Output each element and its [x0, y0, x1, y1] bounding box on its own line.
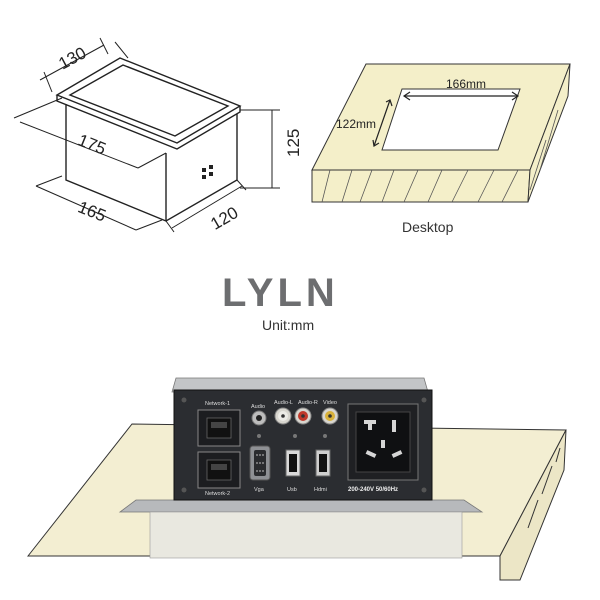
audio-r-label: Audio-R [298, 400, 318, 406]
power-socket [347, 403, 419, 481]
audio-label: Audio [251, 404, 265, 410]
power-rating-label: 200-240V 50/60Hz [348, 487, 398, 493]
dim-base-length: 165 [75, 197, 108, 225]
network-1-label: Network-1 [205, 401, 230, 407]
desktop-caption: Desktop [402, 219, 454, 235]
usb-port [285, 449, 301, 477]
hdmi-label: Hdmi [314, 487, 327, 493]
dim-height: 125 [284, 129, 303, 157]
cutout-dimension-lines [372, 91, 520, 147]
box-lid [68, 64, 230, 137]
network-port-1 [197, 409, 241, 447]
popup-body [149, 511, 463, 559]
desktop-cutout [311, 63, 571, 203]
audio-jack [251, 410, 267, 426]
usb-label: Usb [287, 487, 297, 493]
rca-audio-l [274, 407, 292, 425]
rca-audio-r [294, 407, 312, 425]
table-side [499, 429, 567, 581]
box-side-sockets [202, 165, 213, 179]
cutout-width-label: 166mm [446, 77, 486, 91]
desktop-front-edge [311, 169, 531, 203]
dim-base-width: 120 [207, 203, 241, 234]
cutout-hole [381, 88, 521, 151]
unit-label: Unit:mm [262, 317, 314, 333]
desktop-right-edge [527, 63, 571, 203]
dimension-lines [13, 37, 280, 233]
audio-l-label: Audio-L [274, 400, 293, 406]
popup-frame [118, 499, 484, 513]
cutout-depth-label: 122mm [336, 117, 376, 131]
vga-port [249, 445, 271, 481]
popup-socket-box: Network-1 Network-2 Audio Audio-L [118, 377, 484, 559]
rca-video [321, 407, 339, 425]
brand-logo: LYLN [222, 271, 339, 315]
vga-label: Vga [254, 487, 265, 493]
desktop-grain [321, 109, 559, 203]
network-2-label: Network-2 [205, 491, 230, 497]
hdmi-port [315, 449, 331, 477]
network-port-2 [197, 451, 241, 489]
video-label: Video [323, 400, 337, 406]
